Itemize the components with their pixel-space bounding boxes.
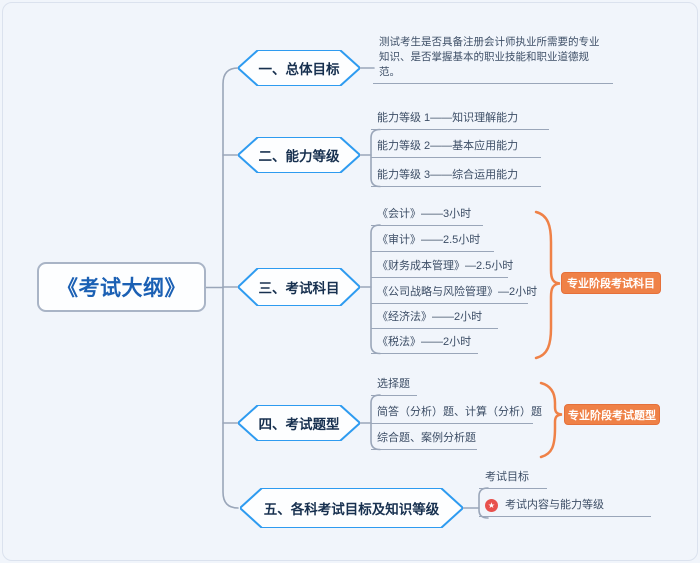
branch-question-types[interactable]: 四、考试题型 (238, 405, 360, 441)
leaf-text: 能力等级 1——知识理解能力 (377, 111, 519, 124)
branch-overall-goal[interactable]: 一、总体目标 (238, 50, 360, 86)
leaf-text: 测试考生是否具备注册会计师执业所需要的专业知识、是否掌握基本的职业技能和职业道德… (379, 36, 600, 78)
leaf-text: 《经济法》——2小时 (377, 311, 483, 323)
root-topic[interactable]: 《考试大纲》 (37, 262, 206, 312)
leaf-text: 综合题、案例分析题 (377, 432, 476, 444)
leaf-overall-goal-text[interactable]: 测试考生是否具备注册会计师执业所需要的专业知识、是否掌握基本的职业技能和职业道德… (373, 35, 613, 84)
branch-label: 二、能力等级 (258, 149, 340, 164)
leaf-subject-financial-management[interactable]: 《财务成本管理》—2.5小时 (371, 259, 513, 278)
leaf-text: 《税法》——2小时 (377, 336, 472, 348)
branch-label: 三、考试科目 (258, 281, 340, 296)
leaf-text: 《财务成本管理》—2.5小时 (377, 260, 514, 272)
leaf-type-comprehensive-case[interactable]: 综合题、案例分析题 (371, 431, 477, 450)
leaf-subject-tax-law[interactable]: 《税法》——2小时 (371, 335, 478, 354)
leaf-text: 简答（分析）题、计算（分析）题 (377, 405, 542, 418)
trunk-line (222, 67, 239, 509)
leaf-type-short-answer-calculation[interactable]: 简答（分析）题、计算（分析）题 (371, 405, 542, 424)
branch-label: 一、总体目标 (258, 62, 340, 77)
leaf-text: 考试内容与能力等级 (505, 498, 604, 511)
hexagon-shape (240, 488, 463, 528)
question-types-brace (539, 381, 563, 459)
leaf-text: 《会计》——3小时 (377, 207, 472, 220)
leaf-subject-accounting[interactable]: 《会计》——3小时 (371, 207, 483, 226)
callout-label: 专业阶段考试科目 (567, 278, 655, 290)
hexagon-shape (238, 405, 360, 441)
leaf-ability-level-3[interactable]: 能力等级 3——综合运用能力 (371, 168, 541, 187)
leaf-text: 选择题 (377, 377, 410, 390)
leaf-subject-economic-law[interactable]: 《经济法》——2小时 (371, 310, 498, 329)
leaf-text: 能力等级 2——基本应用能力 (377, 140, 519, 152)
leaf-text: 《审计》——2.5小时 (377, 234, 481, 246)
leaf-type-multiple-choice[interactable]: 选择题 (371, 377, 417, 396)
hexagon-shape (238, 50, 360, 86)
callout-label: 专业阶段考试题型 (568, 409, 656, 422)
hexagon-shape (238, 137, 360, 173)
leaf-ability-level-2[interactable]: 能力等级 2——基本应用能力 (371, 139, 541, 158)
root-topic-label: 《考试大纲》 (57, 277, 186, 300)
callout-professional-stage-question-types[interactable]: 专业阶段考试题型 (564, 404, 660, 425)
callout-professional-stage-subjects[interactable]: 专业阶段考试科目 (561, 272, 661, 294)
branch-ability-levels[interactable]: 二、能力等级 (238, 137, 360, 173)
leaf-exam-goals[interactable]: 考试目标 (479, 470, 547, 489)
branch-goals-and-levels[interactable]: 五、各科考试目标及知识等级 (240, 488, 463, 528)
leaf-content-ability-levels[interactable]: ★ 考试内容与能力等级 (479, 498, 651, 517)
branch-label: 四、考试题型 (258, 417, 340, 432)
leaf-text: 《公司战略与风险管理》—2小时 (377, 285, 538, 298)
leaf-text: 能力等级 3——综合运用能力 (377, 168, 519, 181)
subjects-brace (534, 210, 561, 360)
leaf-subject-auditing[interactable]: 《审计》——2.5小时 (371, 233, 494, 252)
priority-star-icon[interactable]: ★ (485, 498, 498, 512)
branch-label: 五、各科考试目标及知识等级 (263, 502, 440, 517)
hexagon-shape (238, 268, 360, 306)
leaf-ability-level-1[interactable]: 能力等级 1——知识理解能力 (371, 111, 549, 130)
leaf-subject-strategy-risk[interactable]: 《公司战略与风险管理》—2小时 (371, 285, 537, 304)
leaf-text: 考试目标 (485, 470, 529, 483)
branch-exam-subjects[interactable]: 三、考试科目 (238, 268, 360, 306)
